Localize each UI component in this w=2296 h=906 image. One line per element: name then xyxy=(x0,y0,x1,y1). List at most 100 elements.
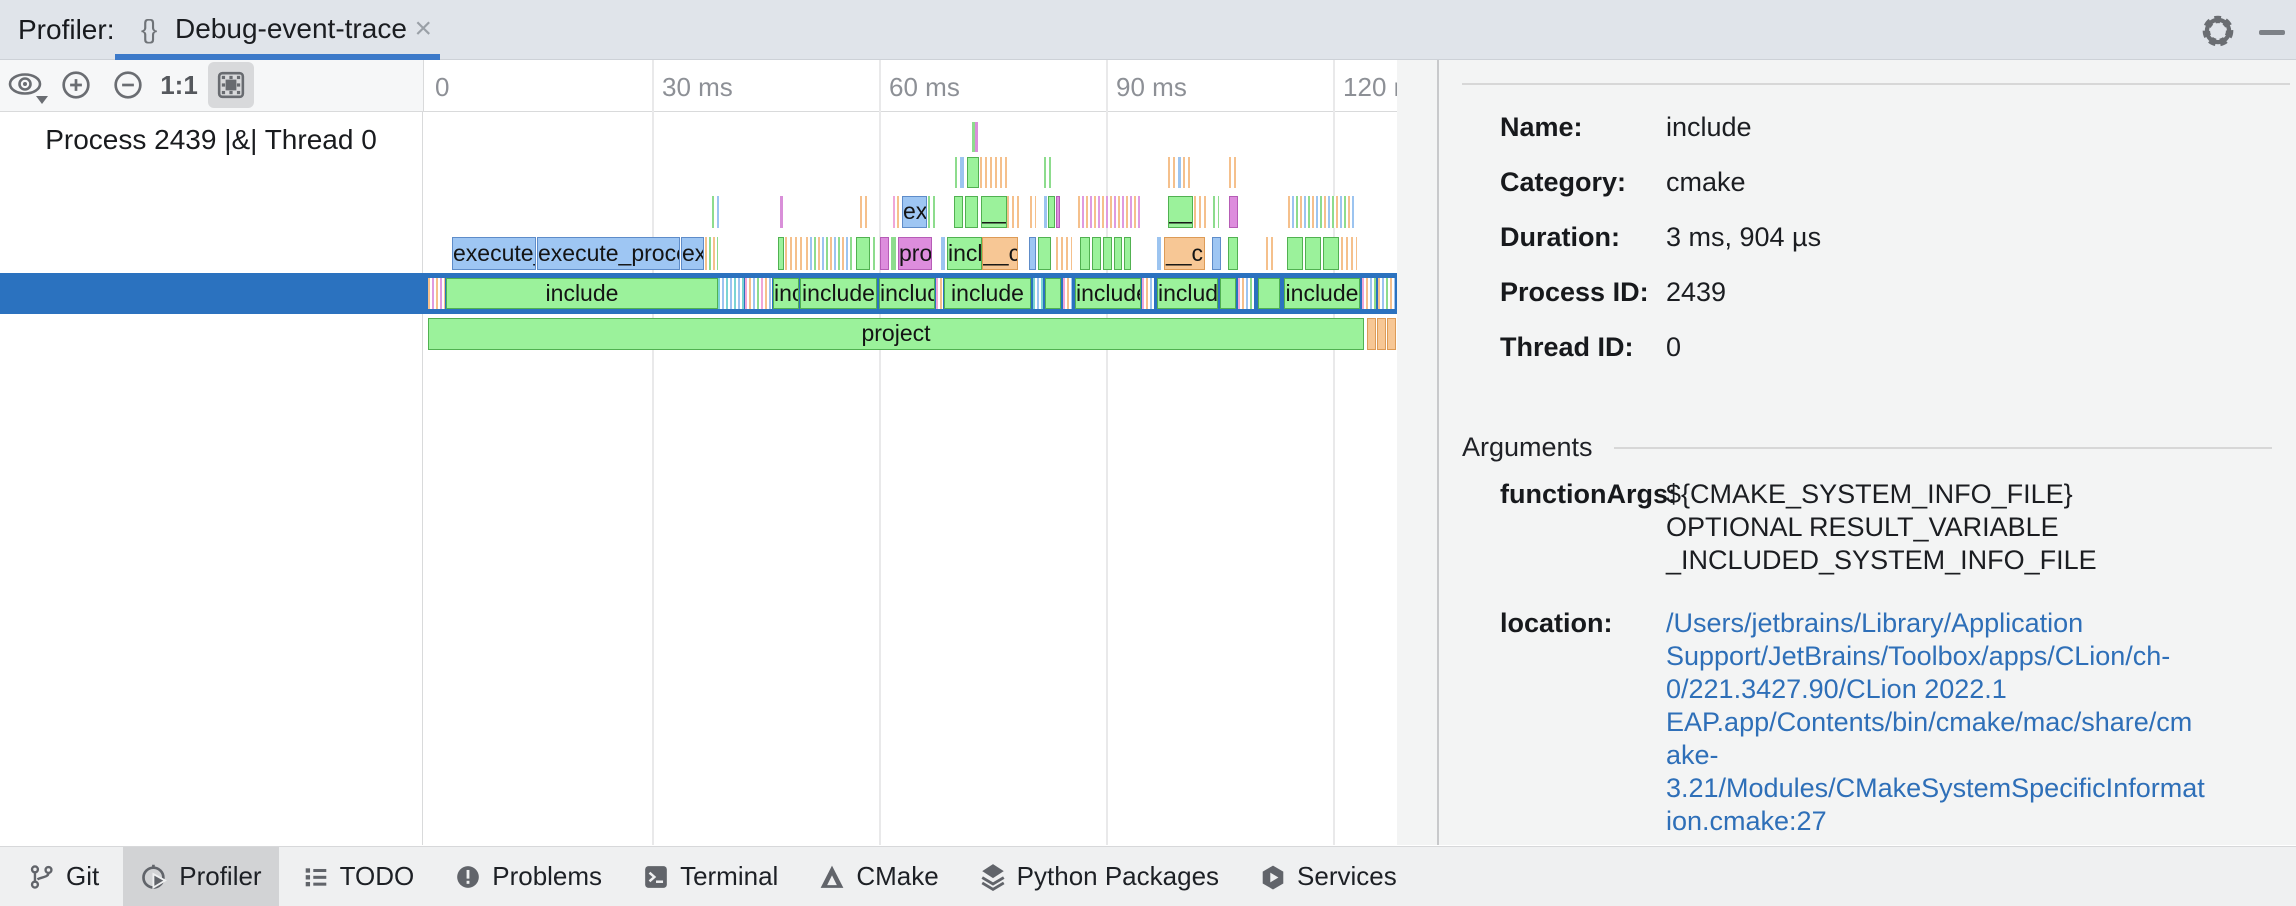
trace-block-includ[interactable]: includ xyxy=(879,278,935,309)
trace-block-c[interactable]: __c xyxy=(1164,237,1205,270)
trace-block-include[interactable]: include xyxy=(446,278,718,309)
trace-block[interactable] xyxy=(1229,196,1238,228)
trace-block-[interactable]: __ xyxy=(1168,196,1193,228)
trace-block-project[interactable]: project xyxy=(428,318,1364,350)
trace-block[interactable] xyxy=(1266,237,1274,270)
trace-block[interactable] xyxy=(975,122,978,152)
trace-block[interactable] xyxy=(1044,157,1054,188)
trace-block[interactable] xyxy=(936,278,943,309)
trace-block[interactable] xyxy=(785,237,803,270)
trace-block[interactable] xyxy=(1045,278,1061,309)
trace-block-include[interactable]: include xyxy=(800,278,877,309)
trace-block[interactable] xyxy=(780,196,783,228)
trace-block[interactable] xyxy=(893,196,899,228)
tool-window-button-git[interactable]: Git xyxy=(12,847,116,906)
trace-block[interactable] xyxy=(1080,237,1090,270)
trace-block-pro[interactable]: pro xyxy=(898,237,932,270)
tool-window-button-cmake[interactable]: CMake xyxy=(802,847,955,906)
trace-block[interactable] xyxy=(873,237,877,270)
trace-block[interactable] xyxy=(778,237,784,270)
trace-block[interactable] xyxy=(745,278,772,309)
trace-block[interactable] xyxy=(980,157,1007,188)
trace-block[interactable] xyxy=(941,237,945,270)
trace-block[interactable] xyxy=(1124,237,1131,270)
trace-block[interactable] xyxy=(718,278,744,309)
trace-block-include[interactable]: include xyxy=(1075,278,1141,309)
trace-block[interactable] xyxy=(967,157,979,188)
trace-block[interactable] xyxy=(1194,196,1206,228)
trace-block[interactable] xyxy=(1387,318,1396,350)
trace-block[interactable] xyxy=(1007,196,1019,228)
trace-block[interactable] xyxy=(1029,237,1036,270)
trace-block[interactable] xyxy=(1228,237,1238,270)
trace-block-c[interactable]: __c xyxy=(982,237,1018,270)
trace-block-include[interactable]: include xyxy=(1284,278,1360,309)
trace-block[interactable] xyxy=(1238,278,1254,309)
trace-block-incl[interactable]: incl xyxy=(947,237,982,270)
trace-block[interactable] xyxy=(1157,237,1161,270)
trace-block[interactable] xyxy=(1114,237,1122,270)
trace-block[interactable] xyxy=(1378,278,1395,309)
trace-block-ex[interactable]: ex xyxy=(902,196,927,228)
tool-window-button-terminal[interactable]: Terminal xyxy=(626,847,795,906)
actual-size-button[interactable]: 1:1 xyxy=(160,69,198,100)
trace-block[interactable] xyxy=(1038,237,1051,270)
trace-block[interactable] xyxy=(705,237,718,270)
tool-window-button-problems[interactable]: Problems xyxy=(438,847,619,906)
trace-block[interactable] xyxy=(1377,318,1386,350)
trace-block-execute[interactable]: execute_ xyxy=(452,237,536,270)
trace-block[interactable] xyxy=(1341,237,1357,270)
selected-row-highlight-left[interactable] xyxy=(0,273,424,314)
trace-block[interactable] xyxy=(1078,196,1142,228)
trace-block[interactable] xyxy=(1033,278,1043,309)
trace-block[interactable] xyxy=(1287,237,1303,270)
trace-block[interactable] xyxy=(960,157,964,188)
trace-block[interactable] xyxy=(428,278,445,309)
trace-block[interactable] xyxy=(1258,278,1280,309)
trace-block[interactable] xyxy=(891,237,896,270)
trace-block[interactable] xyxy=(1044,196,1047,228)
trace-block[interactable] xyxy=(1142,278,1154,309)
trace-block[interactable] xyxy=(860,196,868,228)
trace-block[interactable] xyxy=(1213,196,1219,228)
trace-block[interactable] xyxy=(806,237,854,270)
close-icon[interactable]: × xyxy=(414,12,432,45)
trace-block[interactable] xyxy=(1048,196,1055,228)
zoom-in-button[interactable] xyxy=(56,63,96,107)
trace-block-ex[interactable]: ex xyxy=(681,237,704,270)
trace-block[interactable] xyxy=(880,237,889,270)
hide-tool-window-button[interactable] xyxy=(2252,12,2292,52)
settings-gear-icon[interactable] xyxy=(2198,11,2238,51)
trace-block-include[interactable]: include xyxy=(944,278,1031,309)
trace-block[interactable] xyxy=(712,196,716,228)
trace-block[interactable] xyxy=(1063,278,1072,309)
fit-frame-button[interactable] xyxy=(208,62,254,108)
trace-block[interactable] xyxy=(1288,196,1356,228)
trace-block[interactable] xyxy=(954,196,963,228)
trace-block[interactable] xyxy=(1056,237,1072,270)
trace-block[interactable] xyxy=(1229,157,1239,188)
tool-window-button-profiler[interactable]: Profiler xyxy=(123,847,279,906)
trace-block[interactable] xyxy=(1056,196,1060,228)
trace-block-executeproces[interactable]: execute_proces xyxy=(537,237,680,270)
preview-eye-icon[interactable] xyxy=(6,63,46,107)
trace-block[interactable] xyxy=(965,196,978,228)
trace-block[interactable] xyxy=(1305,237,1321,270)
trace-block[interactable] xyxy=(1323,237,1339,270)
trace-block[interactable] xyxy=(1362,278,1376,309)
trace-block[interactable] xyxy=(955,157,959,188)
trace-block[interactable] xyxy=(928,196,935,228)
zoom-out-button[interactable] xyxy=(108,63,148,107)
trace-block[interactable] xyxy=(972,122,975,152)
tool-window-button-services[interactable]: Services xyxy=(1243,847,1414,906)
trace-block[interactable] xyxy=(1030,196,1036,228)
trace-block-[interactable]: __ xyxy=(981,196,1007,228)
tool-window-button-python-packages[interactable]: Python Packages xyxy=(963,847,1236,906)
trace-block[interactable] xyxy=(717,196,719,228)
trace-block-includ[interactable]: includ xyxy=(1157,278,1218,309)
trace-block-inc[interactable]: inc xyxy=(773,278,799,309)
trace-block[interactable] xyxy=(856,237,870,270)
trace-block[interactable] xyxy=(1103,237,1112,270)
trace-block[interactable] xyxy=(1212,237,1221,270)
trace-block[interactable] xyxy=(1220,278,1236,309)
